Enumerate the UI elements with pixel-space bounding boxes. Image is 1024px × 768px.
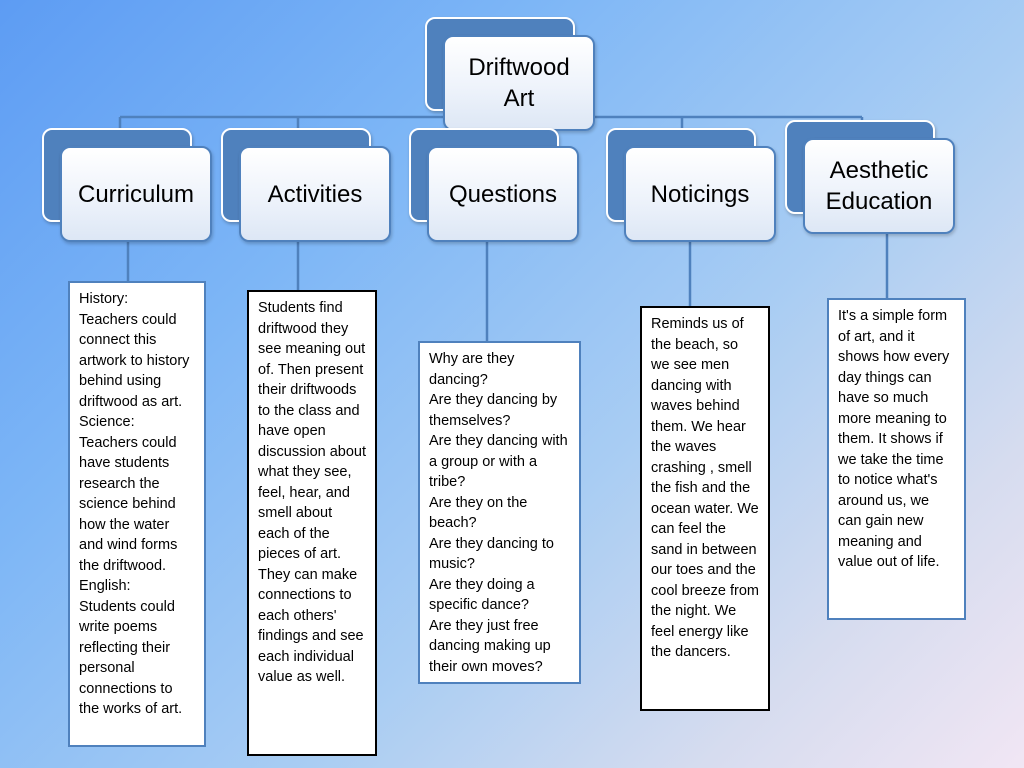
note-activities: Students find driftwood they see meaning… xyxy=(247,290,377,756)
note-noticings: Reminds us of the beach, so we see men d… xyxy=(640,306,770,711)
note-aesthetic-education: It's a simple form of art, and it shows … xyxy=(827,298,966,620)
root-node-label: Driftwood Art xyxy=(443,35,595,131)
branch-node-label: Curriculum xyxy=(60,146,212,242)
branch-node-label: Questions xyxy=(427,146,579,242)
note-curriculum: History: Teachers could connect this art… xyxy=(68,281,206,747)
branch-node-label: Activities xyxy=(239,146,391,242)
branch-node-label: Noticings xyxy=(624,146,776,242)
note-questions: Why are they dancing? Are they dancing b… xyxy=(418,341,581,684)
branch-node-label: Aesthetic Education xyxy=(803,138,955,234)
